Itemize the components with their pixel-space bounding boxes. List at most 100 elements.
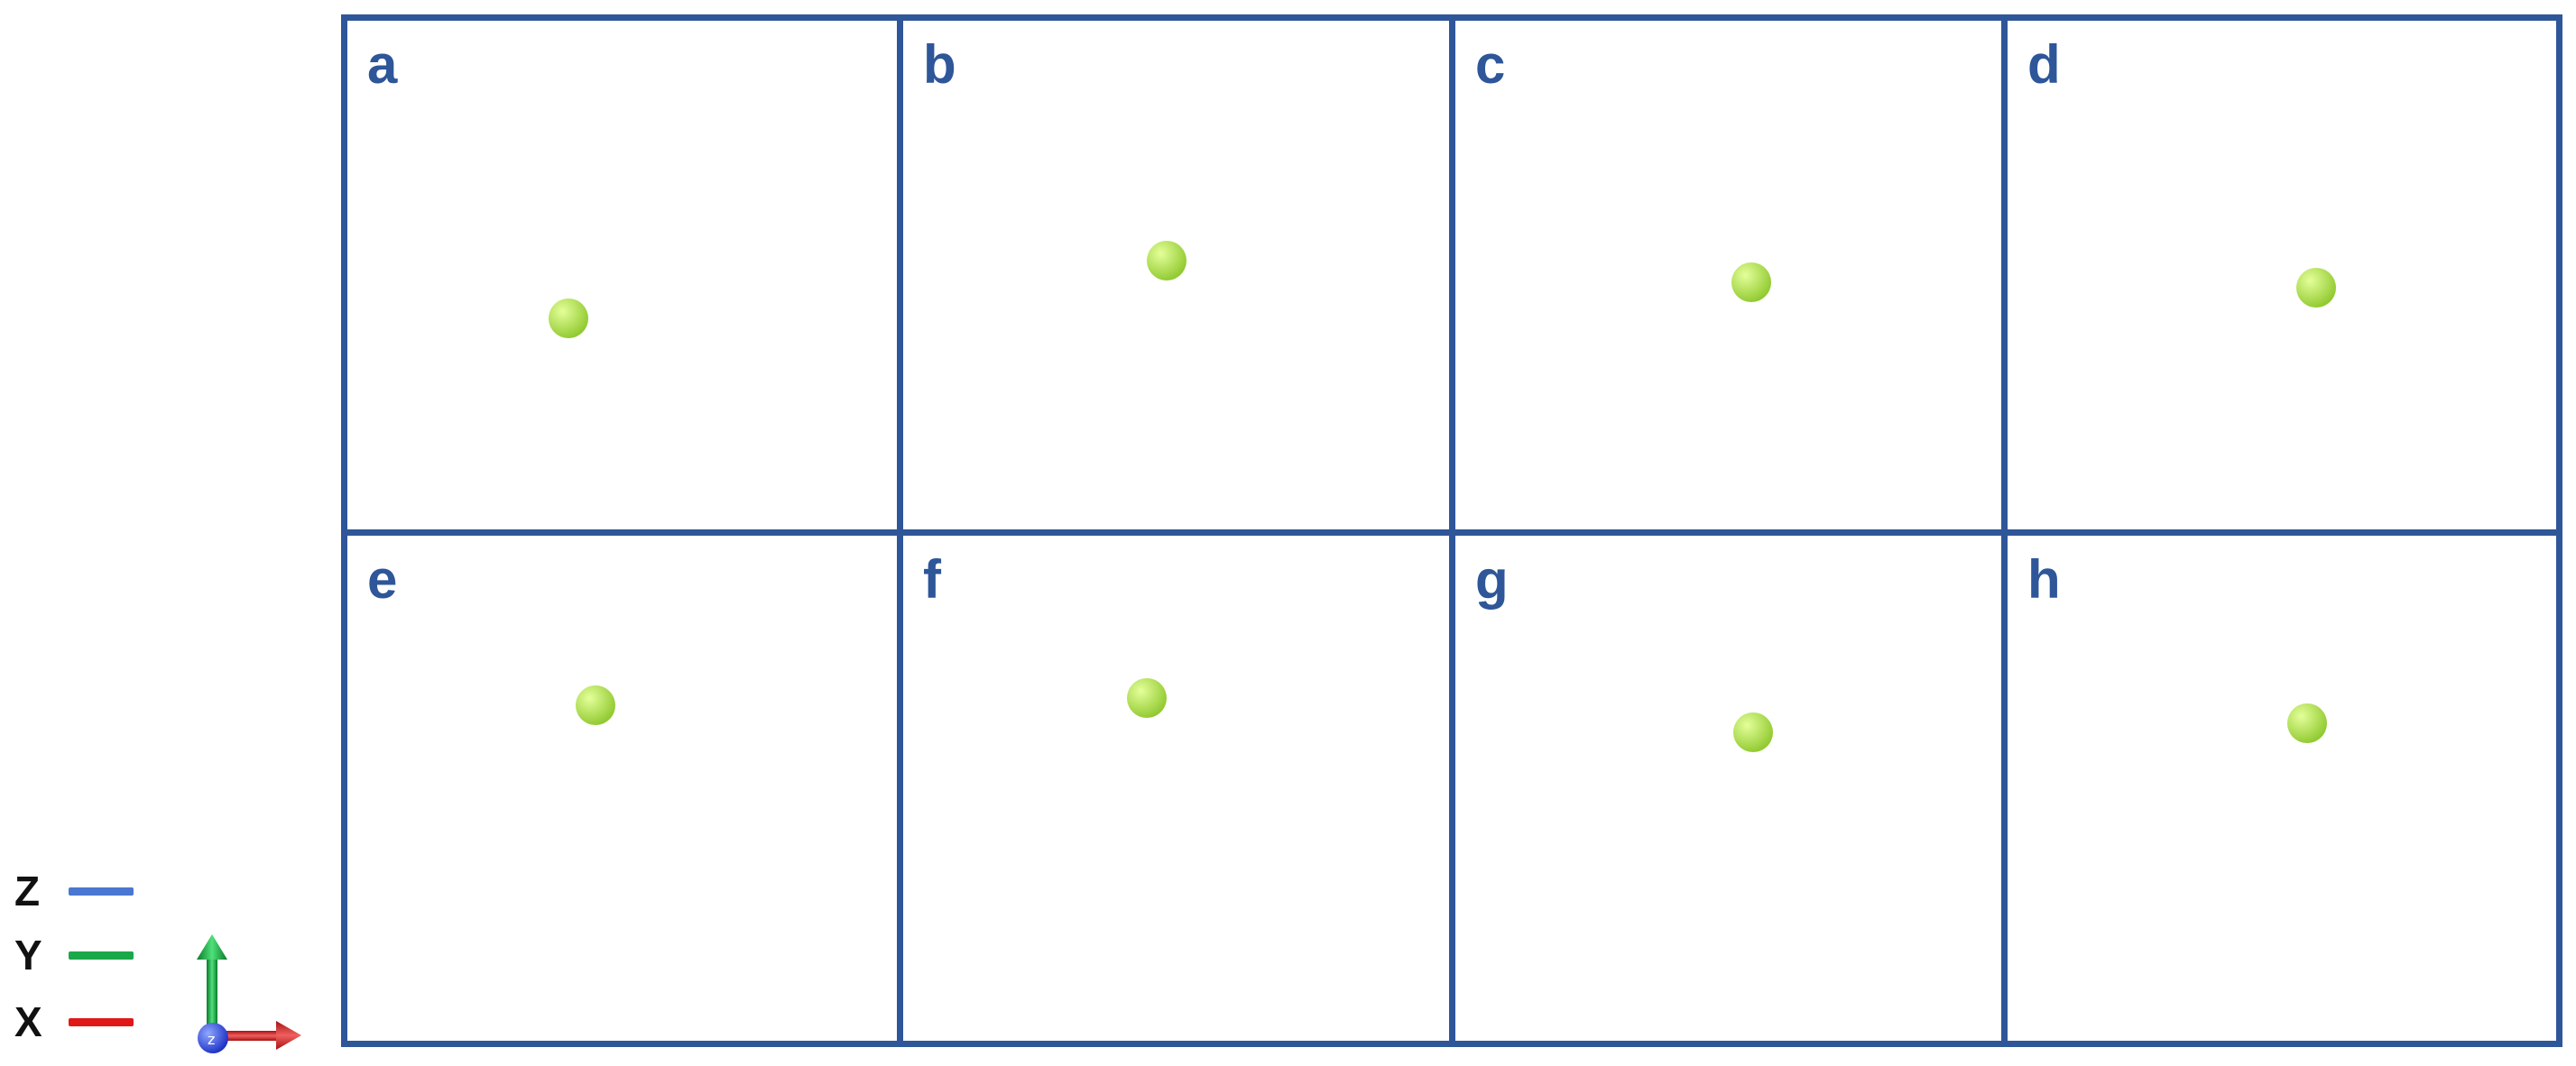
hydrogen-atom [1971,114,1988,130]
hydrogen-atom [1225,611,1242,627]
hydrogen-atom [1677,1033,1694,1041]
hydrogen-atom [419,443,435,459]
hydrogen-atom [1687,159,1703,175]
nitrogen-atom [2161,106,2188,133]
carbon-atom [2082,393,2114,426]
hydrogen-atom [2443,511,2460,528]
carbon-atom [2156,397,2188,429]
carbon-atom [1092,86,1124,118]
nitrogen-atom [1568,418,1595,445]
carbon-atom [1606,152,1639,185]
water-molecule [2360,261,2400,291]
oxygen-atom [614,301,645,332]
hydrogen-atom [1078,953,1094,970]
carbon-atom [498,181,531,214]
hydrogen-atom [1059,383,1076,400]
carbon-atom [1140,620,1172,653]
hydrogen-atom [486,139,503,155]
hydrogen-atom [1031,696,1048,712]
hydrogen-atom [2464,708,2480,724]
carbon-atom [716,422,748,455]
hydrogen-atom [1542,367,1558,383]
hydrogen-atom [1590,365,1606,381]
water-molecule [641,258,671,301]
hydrogen-atom [1547,475,1563,492]
hydrogen-atom [1892,139,1908,155]
carbon-atom [796,181,828,214]
carbon-atom [1651,945,1684,978]
oxygen-atom [1670,710,1701,740]
water-molecule [1787,713,1829,746]
oxygen-atom [1799,271,1830,302]
ammonium-cation [2066,863,2202,1040]
hydrogen-atom [1339,511,1355,528]
ammonium-cation [1300,51,1436,227]
hydrogen-atom [1650,986,1667,1002]
carbon-atom [1332,68,1364,100]
carbon-atom [2456,649,2488,682]
hydrogen-atom [808,446,825,463]
hydrogen-atom [1595,454,1611,470]
carbon-atom [2158,152,2191,185]
hydrogen-atom [842,72,858,88]
carbon-atom [479,379,512,411]
carbon-atom [1583,437,1616,469]
carbon-atom [2456,152,2488,185]
hydrogen-atom [1618,928,1634,944]
oxygen-atom [641,271,671,301]
hydrogen-atom [2079,888,2095,905]
legend-line-z [69,887,134,896]
hydrogen-atom [1043,454,1059,470]
hydrogen-atom [574,878,590,894]
hydrogen-atom [2166,211,2183,227]
hydrogen-atom [2377,888,2393,905]
hydrogen-atom [1851,450,1868,466]
hydrogen-atom [2164,383,2180,400]
hydrogen-atom [1742,636,1759,652]
hydrogen-atom [1567,76,1583,92]
carbon-atom [1690,565,1722,597]
oxygen-atom [1131,728,1162,758]
carbon-atom [1605,424,1638,456]
hydrogen-atom [2297,206,2313,222]
panel-label-f: f [923,549,941,610]
oxygen-atom [1037,678,1067,709]
hydrogen-atom [2451,477,2467,493]
oxygen-atom [2299,215,2330,245]
carbon-atom [638,649,670,682]
carbon-atom [1051,397,1084,429]
carbon-atom [1018,82,1050,115]
y-axis-arrowhead [197,934,227,960]
nitrogen-atom [2418,919,2445,946]
carbon-atom [558,933,590,965]
hydrogen-atom [2424,522,2440,529]
carbon-atom [2180,565,2212,597]
carbon-atom [495,397,528,429]
hydrogen-atom [804,211,820,227]
hydrogen-atom [2491,166,2507,182]
hydrogen-atom [1722,957,1739,973]
hydrogen-atom [2222,85,2239,101]
hydrogen-atom [2147,636,2163,652]
ammonium-cation [1618,872,1753,1041]
carbon-atom [598,608,631,640]
hydrogen-atom [2445,955,2461,971]
hydrogen-atom [797,51,813,67]
hydrogen-atom [1360,211,1376,227]
hydrogen-atom [2153,477,2169,493]
oxygen-atom [2236,791,2267,822]
carbon-atom [2438,124,2470,156]
hydrogen-atom [605,1033,622,1041]
hydrogen-atom [744,106,761,123]
oxygen-atom [1079,200,1110,231]
oxygen-atom [1667,235,1698,266]
carbon-atom [2139,880,2172,913]
carbon-atom [1570,82,1602,115]
oxygen-atom [2371,687,2402,718]
hydrogen-atom [2106,510,2122,526]
water-molecule [1781,207,1819,244]
carbon-atom [2118,965,2150,997]
hydrogen-atom [459,132,475,148]
panel-c: c [1455,21,2001,529]
hydrogen-atom [1671,629,1687,645]
